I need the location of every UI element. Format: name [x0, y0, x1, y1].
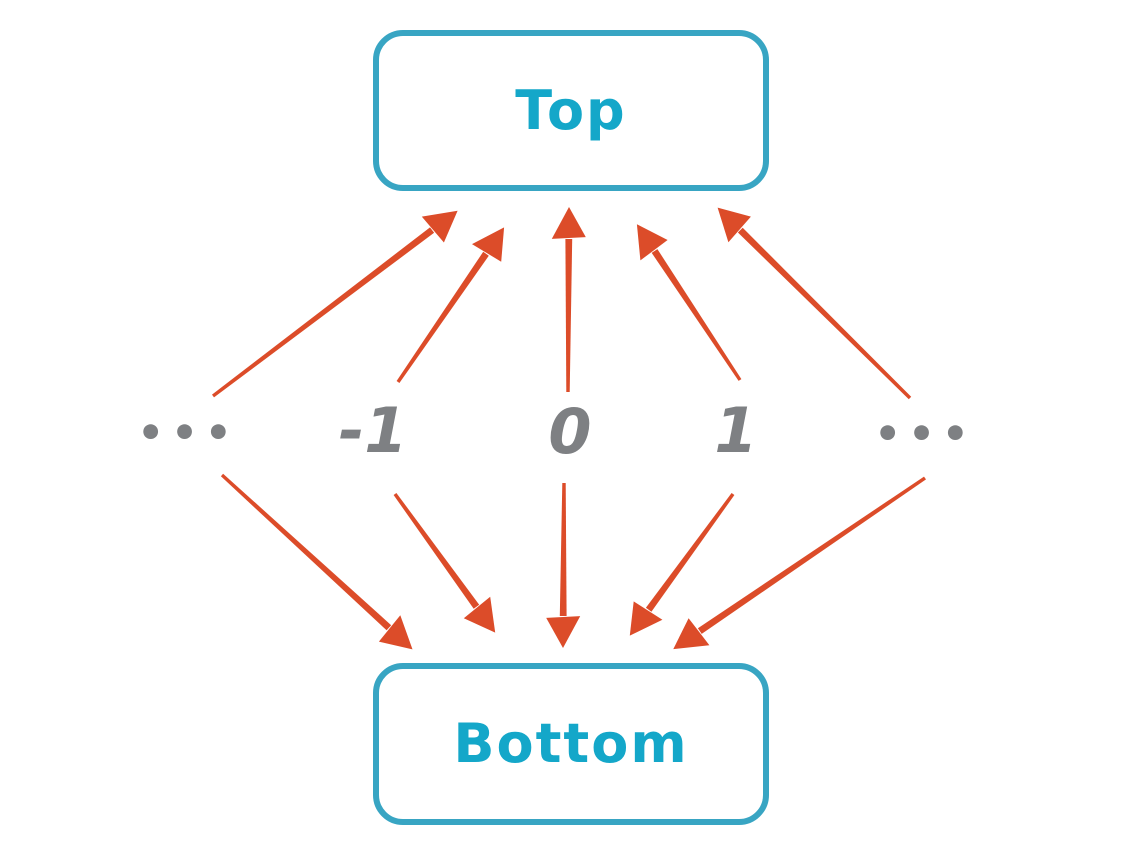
arrow-head — [636, 224, 668, 261]
arrow-head — [551, 207, 586, 239]
arrow-shaft — [697, 476, 926, 634]
arrow-head — [472, 227, 505, 262]
arrow-shaft — [212, 227, 435, 398]
arrow-shaft — [396, 251, 489, 383]
arrow-shaft — [565, 239, 573, 392]
arrow-head — [378, 615, 413, 650]
node-bottom: Bottom — [373, 663, 769, 825]
index-label-0: 0 — [548, 395, 592, 468]
arrow-shaft — [393, 493, 480, 609]
arrow-head — [717, 207, 751, 243]
arrow-head — [421, 210, 458, 243]
arrow-head — [463, 596, 496, 633]
arrow-head — [629, 601, 663, 636]
node-top-label: Top — [515, 78, 627, 142]
arrow-shaft — [220, 473, 392, 631]
arrow-head — [546, 616, 581, 648]
node-bottom-label: Bottom — [453, 712, 689, 775]
index-label-1: 1 — [714, 394, 758, 467]
index-label--1: -1 — [338, 394, 408, 467]
arrow-shaft — [559, 483, 567, 616]
arrow-head — [673, 618, 710, 650]
index-label-ellipsis-0: ••• — [137, 408, 239, 457]
index-label-ellipsis-4: ••• — [874, 409, 976, 458]
node-top: Top — [373, 30, 769, 191]
arrow-shaft — [737, 227, 912, 400]
arrow-shaft — [645, 493, 735, 612]
arrow-shaft — [651, 249, 742, 381]
